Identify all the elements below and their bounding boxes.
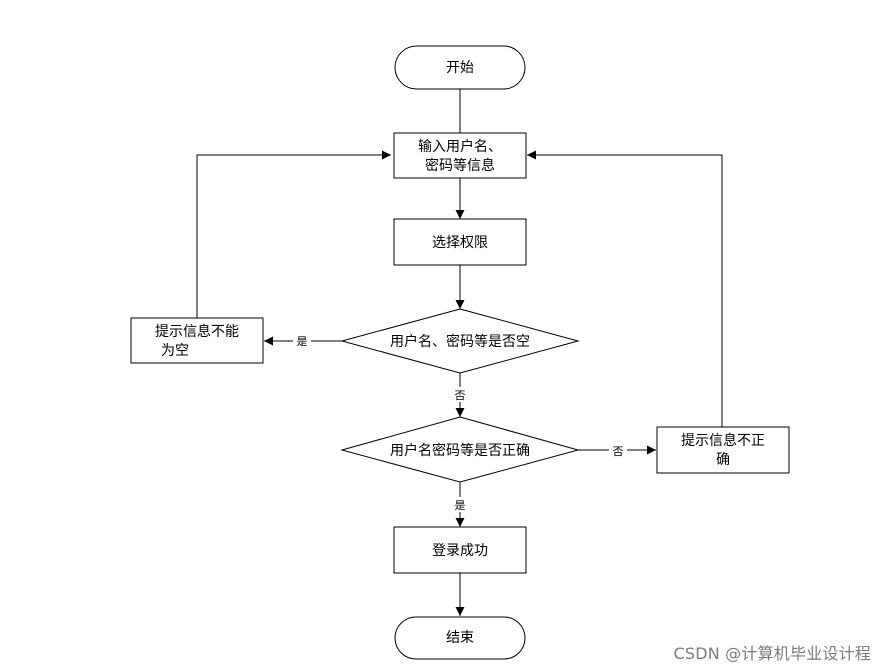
node-success-label: 登录成功 [432, 543, 488, 559]
node-end-label: 结束 [446, 630, 474, 646]
node-warn-wrong-label-line2: 确 [716, 452, 730, 468]
label-empty-no: 否 [455, 389, 466, 402]
node-success: 登录成功 [393, 526, 527, 574]
edge-warn-wrong-loop [527, 150, 723, 427]
node-check-empty: 用户名、密码等是否空 [340, 308, 580, 374]
node-check-correct: 用户名密码等是否正确 [340, 416, 580, 483]
node-check-correct-label: 用户名密码等是否正确 [390, 442, 530, 459]
node-input-label-line2: 密码等信息 [425, 157, 495, 174]
node-warn-wrong: 提示信息不正 确 [656, 426, 790, 474]
node-warn-empty-label-line2: 为空 [161, 343, 189, 359]
node-warn-wrong-label-line1: 提示信息不正 [681, 432, 765, 449]
node-input: 输入用户名、 密码等信息 [393, 132, 527, 179]
node-input-label-line1: 输入用户名、 [418, 138, 502, 155]
node-select-label: 选择权限 [432, 235, 488, 251]
node-check-empty-label: 用户名、密码等是否空 [390, 333, 530, 350]
node-warn-empty-label-line1: 提示信息不能 [155, 323, 239, 340]
label-empty-yes: 是 [297, 335, 308, 348]
edge-warn-empty-loop [196, 150, 391, 318]
edge-labels: 是 否 否 是 [293, 333, 627, 512]
watermark-text: CSDN @计算机毕业设计程 [673, 644, 871, 663]
node-start: 开始 [394, 45, 526, 90]
node-end: 结束 [394, 616, 526, 660]
label-correct-no: 否 [613, 445, 624, 458]
node-warn-empty: 提示信息不能 为空 [130, 317, 264, 364]
node-start-label: 开始 [446, 60, 474, 76]
node-select: 选择权限 [393, 218, 527, 266]
label-correct-yes: 是 [455, 499, 466, 512]
